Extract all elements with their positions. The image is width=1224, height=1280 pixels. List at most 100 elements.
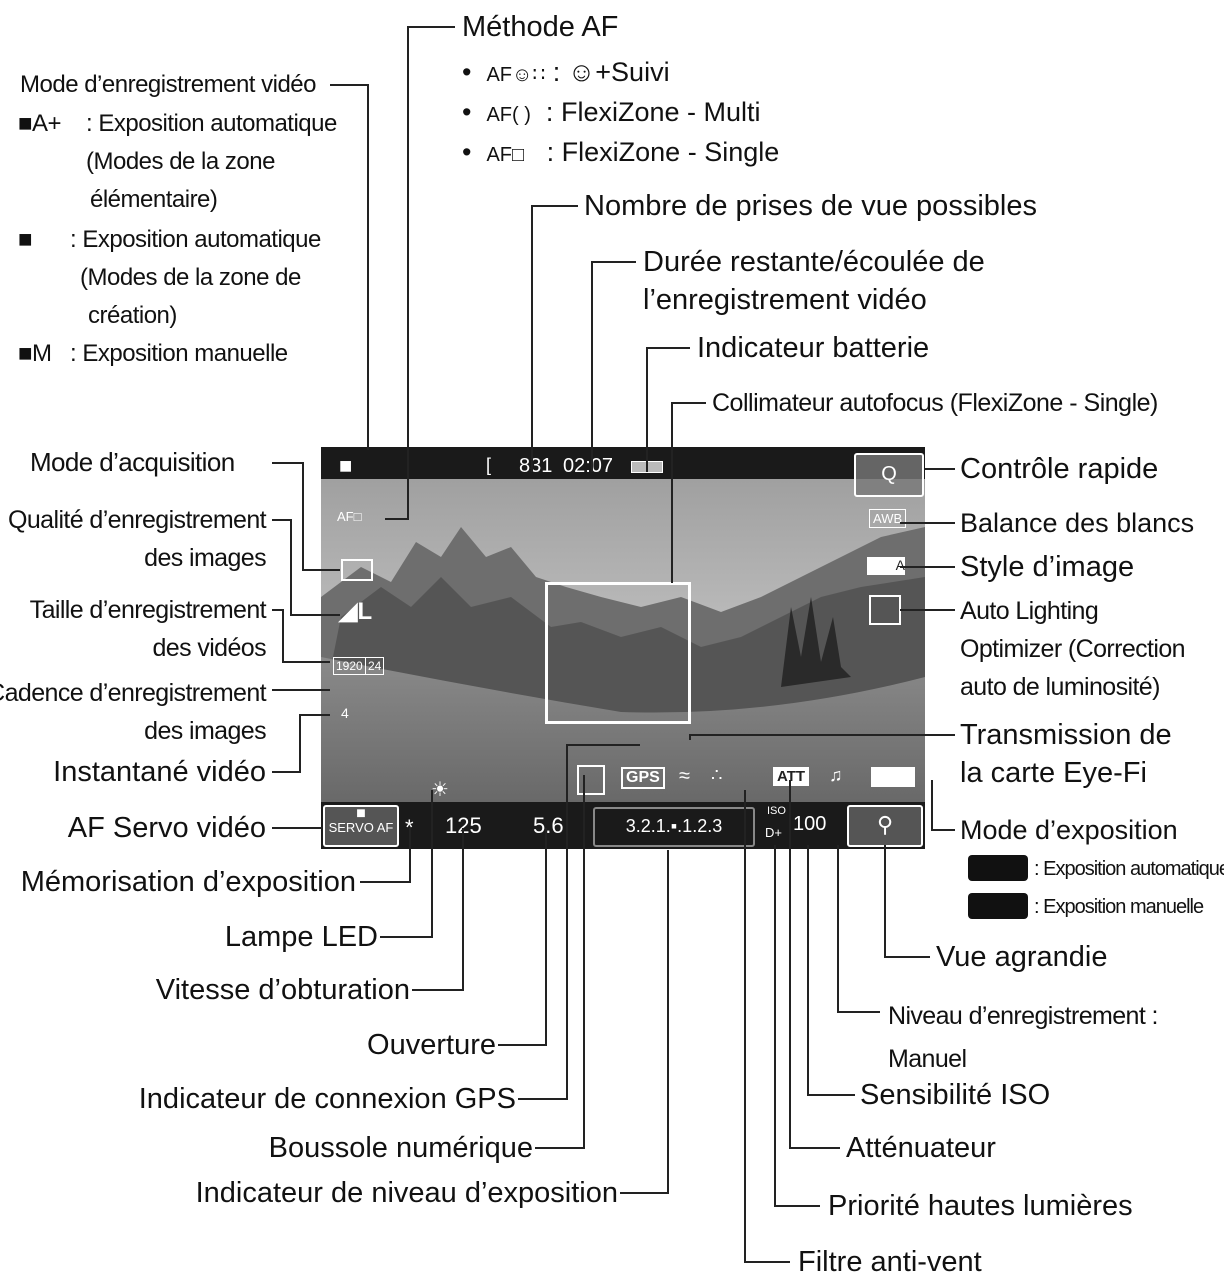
- label-drive: Mode d’acquisition: [30, 447, 235, 477]
- exposure-level-meter: 3.2.1.▪.1.2.3: [593, 807, 755, 847]
- af-method-item-2: • AF( ) : FlexiZone - Multi: [462, 97, 761, 127]
- label-shots: Nombre de prises de vue possibles: [584, 190, 1037, 222]
- label-rate-1: Cadence d’enregistrement: [0, 679, 267, 707]
- af-method-icon: AF□: [337, 509, 362, 524]
- wind-filter-icon: ∴: [711, 765, 723, 785]
- label-iso: Sensibilité ISO: [860, 1079, 1051, 1111]
- video-mode-manual-line1: : Exposition manuelle: [70, 340, 288, 367]
- exposure-mode-auto: : Exposition automatique: [1034, 858, 1224, 880]
- label-af-point: Collimateur autofocus (FlexiZone - Singl…: [712, 389, 1158, 417]
- live-view-screen: ■ [ 831 02:07 Q AF□ ◢L 1920 24 4 AWB A G…: [321, 447, 925, 849]
- label-alo-3: auto de luminosité): [960, 673, 1160, 701]
- video-mode-auto-basic-line3: élémentaire): [90, 186, 218, 213]
- af-method-sep-2: :: [545, 97, 554, 127]
- magnify-button[interactable]: ⚲: [847, 805, 923, 847]
- af-method-title: Méthode AF: [462, 11, 619, 43]
- label-rec-level-1: Niveau d’enregistrement :: [888, 1002, 1158, 1030]
- label-highlight: Priorité hautes lumières: [828, 1190, 1133, 1222]
- aperture-value: 5.6: [533, 813, 564, 838]
- shots-remaining: 831: [519, 455, 553, 477]
- exposure-mode-manual: : Exposition manuelle: [1034, 896, 1204, 918]
- video-mode-auto-basic-line1: : Exposition automatique: [86, 110, 337, 137]
- bracket-glyph: [: [486, 455, 492, 475]
- quick-control-button[interactable]: Q: [854, 453, 924, 497]
- label-wb: Balance des blancs: [960, 508, 1195, 538]
- video-mode-auto-basic-icon: ■A+: [18, 110, 62, 137]
- label-compass: Boussole numérique: [268, 1132, 533, 1164]
- auto-exposure-icon: [968, 855, 1028, 881]
- label-zoom: Vue agrandie: [936, 941, 1108, 973]
- video-mode-heading: Mode d’enregistrement vidéo: [20, 71, 317, 98]
- label-alo-1: Auto Lighting: [960, 597, 1099, 625]
- movie-mode-icon: ■: [339, 453, 353, 478]
- iso-label: ISO: [767, 805, 786, 817]
- rec-level-icon: ♫: [829, 765, 843, 785]
- label-ae-lock: Mémorisation d’exposition: [20, 866, 356, 898]
- video-mode-item2-text: Exposition automatique: [82, 226, 321, 253]
- label-shutter: Vitesse d’obturation: [155, 974, 410, 1006]
- video-mode-auto-creative-line2: (Modes de la zone de: [80, 264, 301, 291]
- af-method-text-1: ☺+Suivi: [567, 57, 670, 87]
- eyefi-icon: ≈: [679, 765, 690, 787]
- label-rate-2: des images: [144, 717, 266, 745]
- iso-value: 100: [793, 813, 827, 835]
- label-aperture: Ouverture: [367, 1029, 496, 1061]
- video-mode-manual-icon: ■M: [18, 340, 52, 367]
- video-mode-auto-basic-line2: (Modes de la zone: [86, 148, 275, 175]
- af-method-text-2: FlexiZone - Multi: [560, 97, 761, 127]
- led-light-icon: ☀: [431, 779, 449, 801]
- label-gps: Indicateur de connexion GPS: [138, 1083, 516, 1115]
- attenuator-icon: ATT: [773, 767, 810, 786]
- af-method-item-3: • AF□ : FlexiZone - Single: [462, 137, 780, 167]
- rec-time: 02:07: [563, 455, 614, 477]
- label-eyefi-2: la carte Eye-Fi: [960, 757, 1147, 789]
- drive-mode-icon: [341, 559, 373, 581]
- af-method-icon-1: AF☺∷: [486, 64, 546, 86]
- white-balance-icon: AWB: [869, 509, 907, 528]
- label-exposure-mode: Mode d’exposition: [960, 815, 1178, 845]
- af-method-sep-1: :: [552, 57, 561, 87]
- label-style: Style d’image: [960, 551, 1135, 583]
- scene-image: [321, 447, 925, 849]
- video-mode-auto-creative-line3: création): [88, 302, 177, 329]
- af-method-sep-3: :: [546, 137, 555, 167]
- video-mode-auto-creative-icon: ■: [18, 226, 33, 253]
- label-size-1: Taille d’enregistrement: [29, 596, 267, 624]
- label-servo: AF Servo vidéo: [67, 812, 266, 844]
- label-rec-level-2: Manuel: [888, 1045, 967, 1073]
- af-method-icon-3: AF□: [486, 144, 525, 166]
- picture-style-icon: A: [867, 557, 905, 575]
- label-battery: Indicateur batterie: [697, 332, 930, 364]
- exposure-mode-icon: [871, 767, 915, 787]
- label-led: Lampe LED: [224, 921, 378, 953]
- label-snapshot: Instantané vidéo: [53, 756, 266, 788]
- video-mode-item1-text: Exposition automatique: [98, 110, 337, 137]
- af-method-icon-2: AF( ): [486, 104, 531, 126]
- video-mode-item3-text: Exposition manuelle: [82, 340, 288, 367]
- label-quality-2: des images: [144, 544, 266, 572]
- label-eyefi-1: Transmission de: [960, 719, 1172, 751]
- label-quick-control: Contrôle rapide: [960, 453, 1159, 485]
- ae-lock-icon: *: [405, 815, 414, 840]
- servo-af-label: SERVO AF: [328, 820, 394, 835]
- label-attenuator: Atténuateur: [846, 1132, 996, 1164]
- manual-exposure-icon: [968, 893, 1028, 919]
- label-exposure-level: Indicateur de niveau d’exposition: [195, 1177, 618, 1209]
- compass-icon: [577, 765, 605, 795]
- frame-rate-icon: 24: [365, 657, 385, 675]
- af-method-item-1: • AF☺∷ : ☺+Suivi: [462, 57, 670, 87]
- af-point-frame[interactable]: [545, 582, 691, 724]
- label-quality-1: Qualité d’enregistrement: [8, 506, 267, 534]
- label-alo-2: Optimizer (Correction: [960, 635, 1186, 663]
- label-time-1: Durée restante/écoulée de: [643, 246, 985, 278]
- gps-icon: GPS: [621, 767, 665, 789]
- label-wind: Filtre anti-vent: [798, 1246, 982, 1278]
- label-size-2: des vidéos: [152, 634, 266, 662]
- highlight-priority-icon: D+: [765, 825, 782, 840]
- label-time-2: l’enregistrement vidéo: [643, 284, 927, 316]
- servo-af-button[interactable]: ■SERVO AF: [323, 805, 399, 847]
- af-method-text-3: FlexiZone - Single: [561, 137, 780, 167]
- video-snapshot-icon: 4: [341, 705, 349, 721]
- video-mode-auto-creative-line1: : Exposition automatique: [70, 226, 321, 253]
